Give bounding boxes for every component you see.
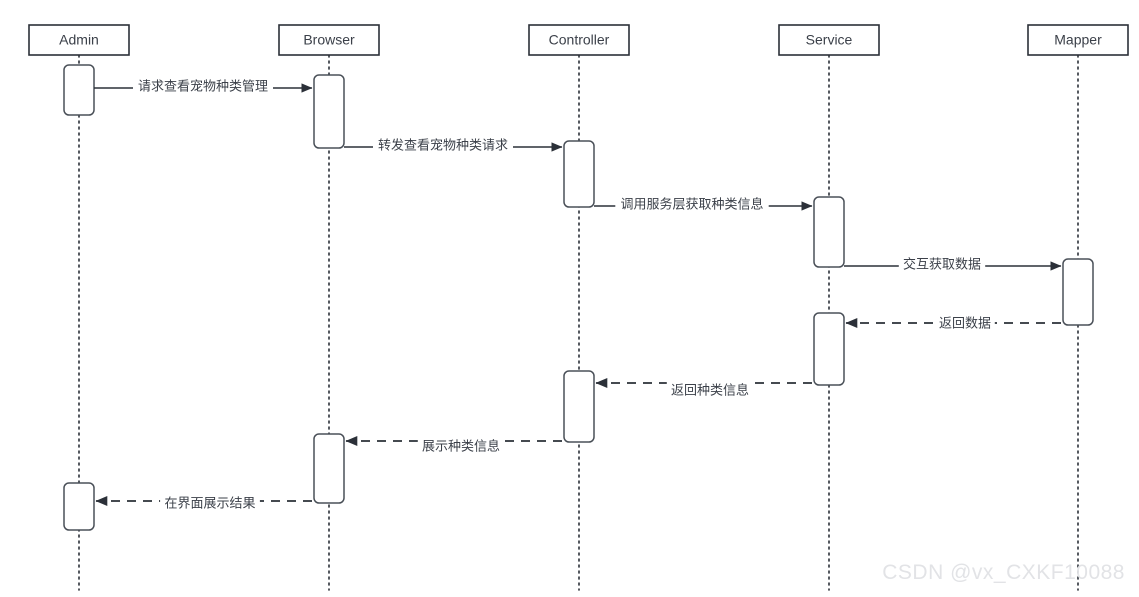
message-6: 返回种类信息 — [595, 378, 812, 400]
message-label-7: 展示种类信息 — [422, 438, 500, 453]
activation-bar-admin — [63, 64, 95, 116]
message-5: 返回数据 — [845, 315, 1061, 333]
participant-box-browser — [278, 24, 380, 56]
message-3: 调用服务层获取种类信息 — [594, 196, 813, 214]
message-label-3: 调用服务层获取种类信息 — [620, 196, 763, 211]
participant-box-controller — [528, 24, 630, 56]
message-label-backdrop-7 — [417, 438, 505, 456]
participant-label-controller: Controller — [549, 32, 610, 48]
message-label-backdrop-4 — [898, 256, 986, 274]
participant-label-browser: Browser — [303, 32, 355, 48]
message-label-backdrop-5 — [935, 315, 995, 333]
message-2: 转发查看宠物种类请求 — [344, 137, 563, 155]
message-7: 展示种类信息 — [345, 436, 562, 456]
participant-mapper[interactable]: Mapper — [1027, 24, 1129, 56]
message-label-backdrop-3 — [615, 196, 769, 214]
activation-bar-mapper — [1062, 258, 1094, 326]
message-label-backdrop-8 — [160, 495, 260, 513]
message-label-4: 交互获取数据 — [903, 256, 981, 271]
message-8: 在界面展示结果 — [95, 495, 312, 513]
participant-box-service — [778, 24, 880, 56]
activation-bar-controller — [563, 370, 595, 443]
csdn-watermark: CSDN @vx_CXKF10088 — [882, 561, 1125, 584]
activation-bar-browser — [313, 74, 345, 149]
message-label-2: 转发查看宠物种类请求 — [378, 137, 508, 152]
message-label-6: 返回种类信息 — [671, 382, 749, 397]
participant-box-admin — [28, 24, 130, 56]
participant-label-admin: Admin — [59, 32, 99, 48]
participant-label-service: Service — [806, 32, 853, 48]
participant-label-mapper: Mapper — [1054, 32, 1102, 48]
message-1: 请求查看宠物种类管理 — [94, 78, 313, 96]
message-label-backdrop-2 — [373, 137, 513, 155]
message-label-backdrop-6 — [666, 382, 754, 400]
activation-bar-controller — [563, 140, 595, 208]
participant-service[interactable]: Service — [778, 24, 880, 56]
participants-layer: Admin Browser Controller Service Mapper — [28, 24, 1129, 56]
message-label-backdrop-1 — [133, 78, 273, 96]
message-label-8: 在界面展示结果 — [164, 495, 255, 510]
message-4: 交互获取数据 — [844, 256, 1062, 274]
participant-admin[interactable]: Admin — [28, 24, 130, 56]
activations-layer — [63, 64, 1094, 531]
activation-bar-browser — [313, 433, 345, 504]
participant-controller[interactable]: Controller — [528, 24, 630, 56]
activation-bar-service — [813, 312, 845, 386]
message-label-5: 返回数据 — [939, 315, 991, 330]
message-label-1: 请求查看宠物种类管理 — [138, 78, 268, 93]
participant-browser[interactable]: Browser — [278, 24, 380, 56]
messages-layer: 请求查看宠物种类管理转发查看宠物种类请求调用服务层获取种类信息交互获取数据返回数… — [94, 78, 1062, 513]
activation-bar-service — [813, 196, 845, 268]
activation-bar-admin — [63, 482, 95, 531]
participant-box-mapper — [1027, 24, 1129, 56]
